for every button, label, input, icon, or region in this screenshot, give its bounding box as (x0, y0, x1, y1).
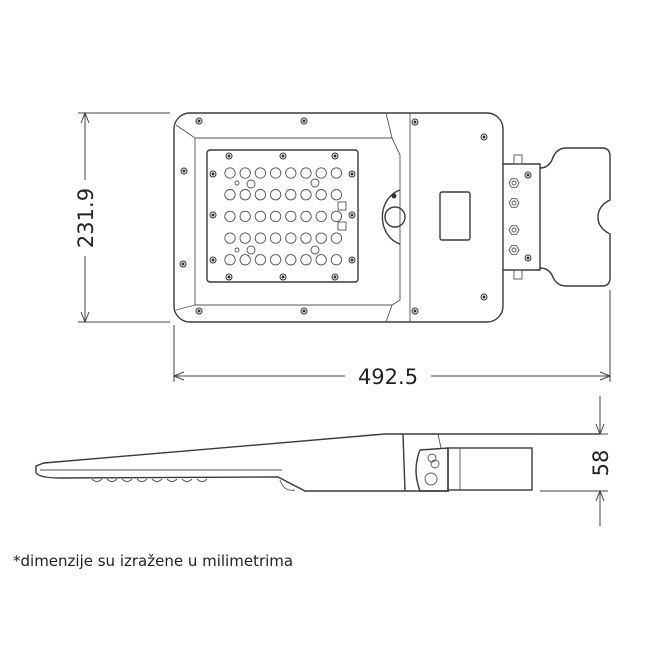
led (224, 232, 236, 244)
led (239, 210, 251, 223)
led (269, 210, 282, 223)
nut-icon (508, 198, 520, 208)
screw-icon (524, 254, 532, 262)
screw-icon (179, 260, 187, 268)
led (330, 210, 343, 223)
screw-icon (348, 211, 356, 219)
screw-icon (331, 152, 339, 160)
led (254, 254, 267, 266)
dim-height-label: 231.9 (74, 188, 98, 248)
screw-icon (480, 293, 488, 301)
screw-icon (225, 152, 233, 160)
top-view (173, 112, 611, 323)
screw-icon (300, 117, 308, 125)
led (224, 189, 236, 201)
side-mounting-arm (447, 447, 533, 491)
mounting-arm (539, 147, 611, 287)
dimension-height-top: 231.9 (72, 111, 170, 324)
screw-icon (300, 307, 308, 315)
led (285, 189, 297, 201)
led (300, 232, 312, 244)
led (285, 232, 297, 244)
nut-icon (508, 245, 520, 255)
screw-icon (209, 211, 217, 219)
dim-length-label: 492.5 (358, 365, 418, 389)
led (254, 189, 267, 201)
side-led (196, 478, 208, 482)
sensor (384, 206, 406, 228)
side-led (151, 478, 163, 482)
led (254, 210, 267, 223)
nut-icon (508, 178, 520, 188)
led (269, 254, 282, 266)
led (254, 167, 267, 179)
side-view (35, 433, 600, 492)
led (224, 210, 236, 223)
screw-icon (348, 256, 356, 264)
led (315, 210, 327, 223)
led (239, 189, 251, 201)
nuts (508, 154, 523, 280)
led (300, 189, 312, 201)
screw-icon (279, 152, 287, 160)
led (300, 254, 312, 266)
side-led (121, 478, 133, 482)
screw-icon (225, 273, 233, 281)
screw-icon (411, 307, 419, 315)
led (330, 254, 343, 266)
screw-icon (480, 133, 488, 141)
units-note: *dimenzije su izražene u milimetrima (13, 552, 294, 570)
led (285, 167, 297, 179)
led (269, 167, 282, 179)
side-led (136, 478, 148, 482)
led (300, 167, 312, 179)
led (285, 210, 297, 223)
side-led (181, 478, 193, 482)
led (285, 254, 297, 266)
led (315, 167, 327, 179)
label-window (439, 191, 471, 241)
led (239, 254, 251, 266)
led (224, 254, 236, 266)
screw-icon (195, 307, 203, 315)
screw-icon (209, 256, 217, 264)
screws (179, 117, 532, 315)
led-grid (224, 167, 347, 266)
nut-icon (508, 225, 520, 235)
dimension-length: 492.5 (172, 290, 612, 389)
screw-icon (348, 170, 356, 178)
led (315, 189, 327, 201)
screw-icon (209, 170, 217, 178)
led (224, 167, 236, 179)
led (239, 232, 251, 244)
screw-icon (195, 117, 203, 125)
led (269, 232, 282, 244)
led (330, 232, 343, 244)
screw-icon (331, 273, 339, 281)
side-led (91, 478, 103, 482)
dim-side-height-label: 58 (589, 450, 613, 477)
led (254, 232, 267, 244)
dimension-height-side: 58 (540, 396, 613, 526)
side-led (166, 478, 178, 482)
side-led (106, 478, 118, 482)
screw-icon (524, 171, 532, 179)
bracket-plate (503, 163, 541, 271)
screw-icon (180, 167, 188, 175)
led (330, 167, 343, 179)
led (239, 167, 251, 179)
side-bracket-joint (415, 447, 449, 492)
led (315, 254, 327, 266)
led (300, 210, 312, 223)
screw-icon (411, 118, 419, 126)
led (269, 189, 282, 201)
led (330, 189, 343, 201)
led (315, 232, 327, 244)
led-panel (206, 149, 359, 283)
screw-icon (279, 273, 287, 281)
